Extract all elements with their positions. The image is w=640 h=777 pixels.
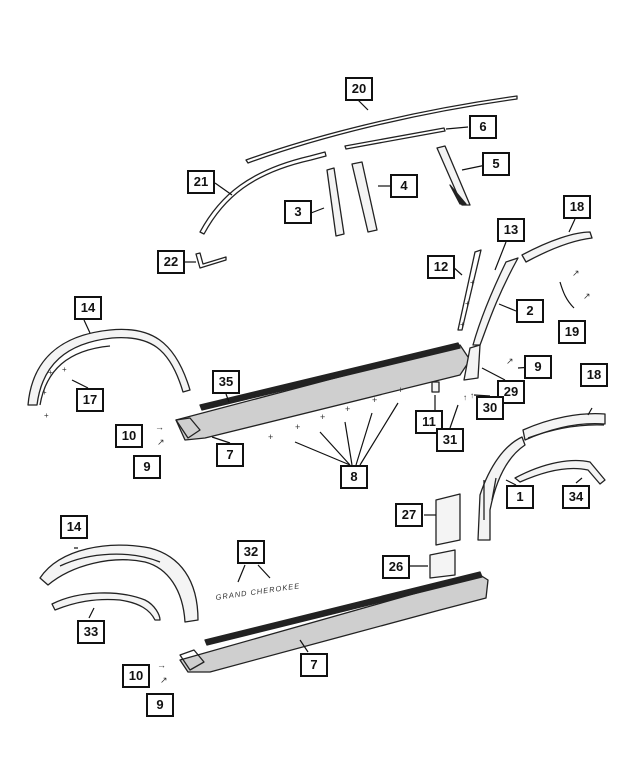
svg-text:+: + bbox=[345, 404, 350, 414]
svg-text:+: + bbox=[62, 365, 67, 374]
flare-part-18-rear-upper bbox=[521, 231, 593, 263]
flare-part-18-rear-lower bbox=[522, 412, 606, 441]
applique-part-4 bbox=[351, 161, 378, 233]
svg-text:+: + bbox=[372, 395, 377, 405]
svg-text:+: + bbox=[268, 432, 273, 442]
flare-liner-part-34 bbox=[514, 459, 606, 485]
fasteners-part-30: ↑ ↑ bbox=[463, 391, 474, 402]
callout-6: 6 bbox=[469, 115, 497, 139]
svg-text:+: + bbox=[295, 422, 300, 432]
roof-molding-part-20 bbox=[245, 95, 518, 164]
fastener-part-10-upper: → bbox=[155, 422, 164, 432]
callout-26: 26 bbox=[382, 555, 410, 579]
callout-32: 32 bbox=[237, 540, 265, 564]
svg-text:+: + bbox=[48, 368, 53, 377]
svg-text:↗: ↗ bbox=[157, 437, 165, 447]
callout-13: 13 bbox=[497, 218, 525, 242]
molding-part-22 bbox=[195, 252, 227, 269]
nameplate-part-32: GRAND CHEROKEE bbox=[215, 581, 301, 602]
wheel-flare-part-14-lower bbox=[39, 544, 199, 623]
callout-8: 8 bbox=[340, 465, 368, 489]
molding-part-12: + + + bbox=[457, 249, 482, 331]
svg-text:→: → bbox=[155, 422, 164, 432]
drip-molding-part-21 bbox=[199, 151, 327, 235]
panel-part-26 bbox=[429, 549, 456, 579]
nameplate-text: GRAND CHEROKEE bbox=[215, 581, 301, 602]
svg-text:→: → bbox=[157, 660, 166, 670]
fastener-part-9-lower: ↗ bbox=[160, 675, 168, 685]
svg-text:+: + bbox=[460, 320, 465, 329]
callout-33: 33 bbox=[77, 620, 105, 644]
callout-19: 19 bbox=[558, 320, 586, 344]
callout-35: 35 bbox=[212, 370, 240, 394]
svg-text:↗: ↗ bbox=[506, 356, 514, 366]
svg-text:+: + bbox=[465, 299, 470, 308]
callout-20: 20 bbox=[345, 77, 373, 101]
callout-7-lower: 7 bbox=[300, 653, 328, 677]
callout-17: 17 bbox=[76, 388, 104, 412]
fastener-part-9-upper-right: ↗ bbox=[506, 356, 514, 366]
callout-27: 27 bbox=[395, 503, 423, 527]
rocker-molding-part-7-lower bbox=[179, 571, 489, 673]
svg-text:↗: ↗ bbox=[583, 291, 591, 301]
svg-text:+: + bbox=[470, 278, 475, 287]
clips-part-19: ↗ ↗ bbox=[559, 268, 591, 309]
molding-part-1 bbox=[477, 436, 526, 541]
callout-7-upper: 7 bbox=[216, 443, 244, 467]
svg-text:↗: ↗ bbox=[572, 268, 580, 278]
svg-text:+: + bbox=[320, 412, 325, 422]
callout-18-lower: 18 bbox=[580, 363, 608, 387]
callout-9-lower: 9 bbox=[146, 693, 174, 717]
callout-4: 4 bbox=[390, 174, 418, 198]
callout-11: 11 bbox=[415, 410, 443, 434]
fasteners-part-8: + + + + + + bbox=[268, 385, 403, 466]
callout-10-lower: 10 bbox=[122, 664, 150, 688]
belt-molding-part-6 bbox=[344, 127, 446, 150]
svg-text:+: + bbox=[398, 385, 403, 395]
molding-part-2 bbox=[472, 257, 519, 346]
callout-21: 21 bbox=[187, 170, 215, 194]
callout-14-lower: 14 bbox=[60, 515, 88, 539]
svg-text:↑: ↑ bbox=[470, 391, 474, 400]
wheel-flare-part-14-upper: + + + + bbox=[27, 328, 191, 420]
callout-14-upper: 14 bbox=[74, 296, 102, 320]
applique-part-3 bbox=[326, 167, 345, 237]
callout-10-upper: 10 bbox=[115, 424, 143, 448]
callout-9-upper-left: 9 bbox=[133, 455, 161, 479]
callout-34: 34 bbox=[562, 485, 590, 509]
svg-text:+: + bbox=[42, 388, 47, 397]
flare-liner-part-33 bbox=[51, 592, 161, 621]
callout-2: 2 bbox=[516, 299, 544, 323]
callout-31: 31 bbox=[436, 428, 464, 452]
callout-1: 1 bbox=[506, 485, 534, 509]
fastener-part-9-upper-left: ↗ bbox=[157, 437, 165, 447]
callout-30: 30 bbox=[476, 396, 504, 420]
callout-5: 5 bbox=[482, 152, 510, 176]
fastener-part-10-lower: → bbox=[157, 660, 166, 670]
svg-text:↑: ↑ bbox=[463, 393, 467, 402]
svg-text:+: + bbox=[44, 411, 49, 420]
callout-9-upper-right: 9 bbox=[524, 355, 552, 379]
clip-part-11 bbox=[431, 381, 440, 393]
callout-22: 22 bbox=[157, 250, 185, 274]
rocker-molding-part-7-upper bbox=[175, 342, 471, 441]
panel-part-27 bbox=[435, 493, 461, 546]
callout-12: 12 bbox=[427, 255, 455, 279]
callout-18-upper: 18 bbox=[563, 195, 591, 219]
svg-text:↗: ↗ bbox=[160, 675, 168, 685]
bracket-part-29 bbox=[463, 344, 481, 381]
callout-3: 3 bbox=[284, 200, 312, 224]
applique-part-5 bbox=[436, 145, 471, 206]
